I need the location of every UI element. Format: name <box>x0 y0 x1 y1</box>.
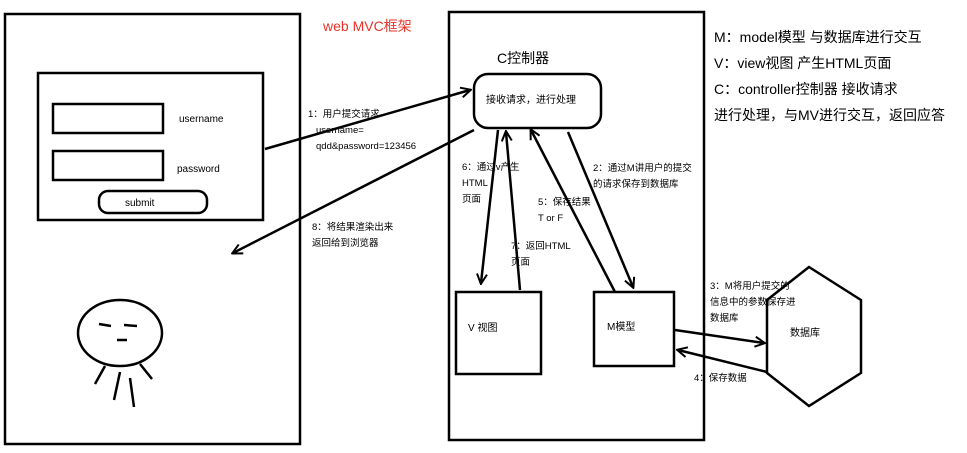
database-hexagon <box>765 265 863 408</box>
view-box <box>454 290 543 376</box>
username-label: username <box>179 114 224 125</box>
model-box <box>592 290 676 368</box>
login-form <box>36 71 265 222</box>
view-label: V 视图 <box>468 321 497 334</box>
submit-button[interactable] <box>97 189 209 215</box>
password-label: password <box>177 164 220 175</box>
server-frame <box>447 10 706 442</box>
legend-c: C：controller控制器 接收请求 <box>714 81 898 97</box>
step-4-label: 4：保存数据 <box>694 372 747 384</box>
diagram-title: web MVC框架 <box>322 18 412 34</box>
model-label: M模型 <box>607 320 635 333</box>
controller-action: 接收请求，进行处理 <box>486 93 576 106</box>
step-2-label: 2：通过M讲用户的提交 的请求保存到数据库 <box>593 162 694 190</box>
password-input[interactable] <box>51 149 165 182</box>
user-face-drawing <box>76 298 164 408</box>
step-8-label: 8：将结果渲染出来 返回给到浏览器 <box>312 221 396 249</box>
legend-m: M：model模型 与数据库进行交互 <box>714 29 922 45</box>
legend-v: V：view视图 产生HTML页面 <box>714 55 891 71</box>
username-input[interactable] <box>51 102 165 135</box>
browser-frame <box>3 12 302 446</box>
arrow-step-6 <box>481 129 500 283</box>
database-label: 数据库 <box>790 326 820 339</box>
arrow-step-7 <box>506 132 522 291</box>
legend-c-continued: 进行处理，与MV进行交互，返回应答 <box>714 107 945 123</box>
arrow-step-8 <box>233 128 475 253</box>
submit-label: submit <box>125 198 155 209</box>
arrow-step-5 <box>531 130 617 293</box>
step-6-label: 6：通过v产生 HTML 页面 <box>462 161 522 205</box>
arrow-step-2 <box>566 131 633 287</box>
arrow-step-4 <box>678 350 768 374</box>
step-7-label: 7：返回HTML 页面 <box>511 240 573 268</box>
step-1-label: 1：用户提交请求 username= qdd&password=123456 <box>308 108 416 152</box>
controller-title: C控制器 <box>497 50 549 66</box>
step-3-label: 3：M将用户提交的 信息中的参数保存进 数据库 <box>710 280 798 324</box>
arrow-step-1 <box>264 90 470 151</box>
arrow-step-3 <box>674 328 764 343</box>
step-5-label: 5：保存结果 T or F <box>538 196 593 224</box>
